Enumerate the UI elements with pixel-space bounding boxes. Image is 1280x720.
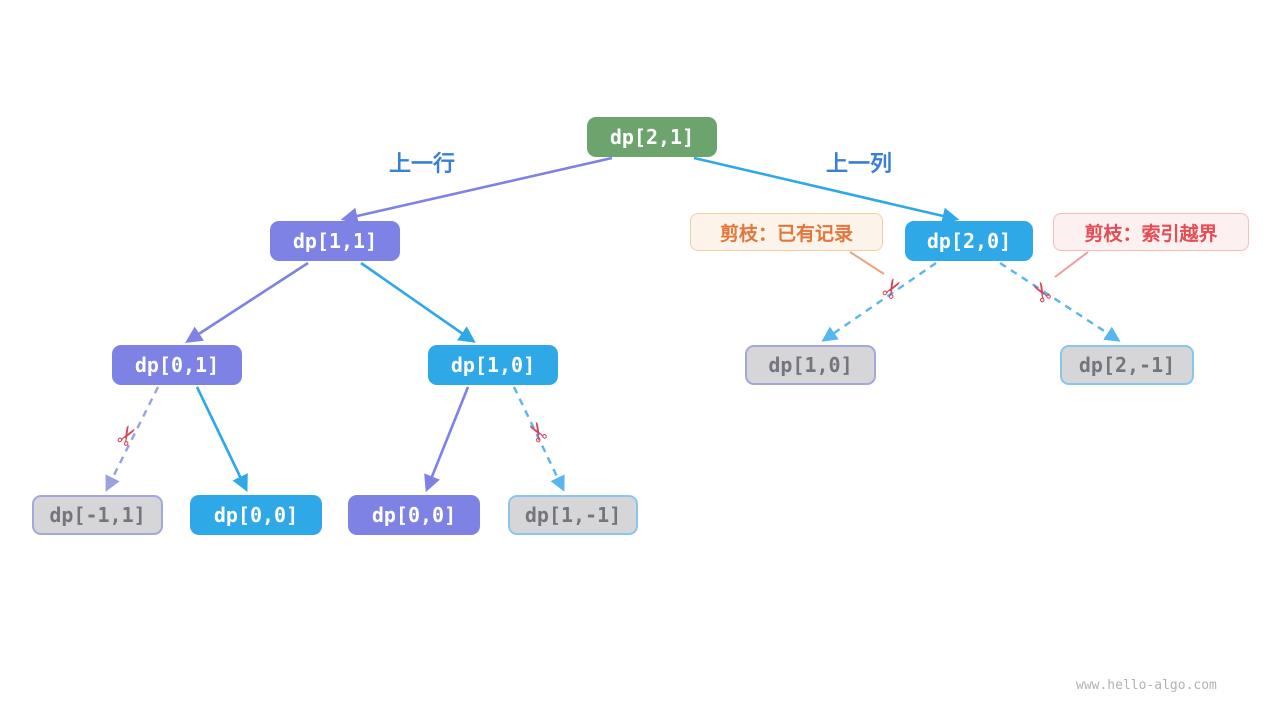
out-of-bounds-label-connector <box>1054 251 1089 278</box>
edge-root-to-dp11 <box>340 156 613 225</box>
node-dp-0-0-blue: dp[0,0] <box>190 495 322 535</box>
node-dp-1-0-pruned: dp[1,0] <box>745 345 876 385</box>
node-dp-m1-1-pruned: dp[-1,1] <box>32 495 163 535</box>
pruning-label-memoized: 剪枝：已有记录 <box>690 213 883 251</box>
node-dp-1-1: dp[1,1] <box>270 221 400 261</box>
pruning-label-out-of-bounds: 剪枝：索引越界 <box>1053 213 1249 251</box>
node-dp-2-1: dp[2,1] <box>587 117 717 157</box>
node-dp-2-0: dp[2,0] <box>905 221 1033 261</box>
node-dp-2-m1-pruned: dp[2,-1] <box>1060 345 1194 385</box>
memoized-label-connector <box>849 251 885 275</box>
edge-dp01-to-dp00 <box>195 386 248 493</box>
edge-dp20-to-dp10-pruned <box>821 262 937 342</box>
watermark-text: www.hello-algo.com <box>1076 678 1217 693</box>
edge-dp10-to-dp1m1-pruned <box>512 386 565 492</box>
node-dp-1-m1-pruned: dp[1,-1] <box>508 495 638 535</box>
node-dp-0-1: dp[0,1] <box>112 345 242 385</box>
edge-dp01-to-dpm11-pruned <box>105 386 160 492</box>
tree-edges <box>105 156 1121 493</box>
node-dp-0-0-purple: dp[0,0] <box>348 495 480 535</box>
edge-label-prev-row: 上一行 <box>388 151 455 176</box>
node-dp-1-0: dp[1,0] <box>428 345 558 385</box>
edge-root-to-dp20 <box>693 156 960 225</box>
pruning-label-connectors <box>849 251 1089 278</box>
edge-dp11-to-dp01 <box>185 261 309 343</box>
edge-dp11-to-dp10 <box>360 261 476 343</box>
edge-dp20-to-dp2m1-pruned <box>999 261 1121 342</box>
edge-label-prev-col: 上一列 <box>825 151 892 176</box>
edge-dp10-to-dp00 <box>424 386 470 493</box>
